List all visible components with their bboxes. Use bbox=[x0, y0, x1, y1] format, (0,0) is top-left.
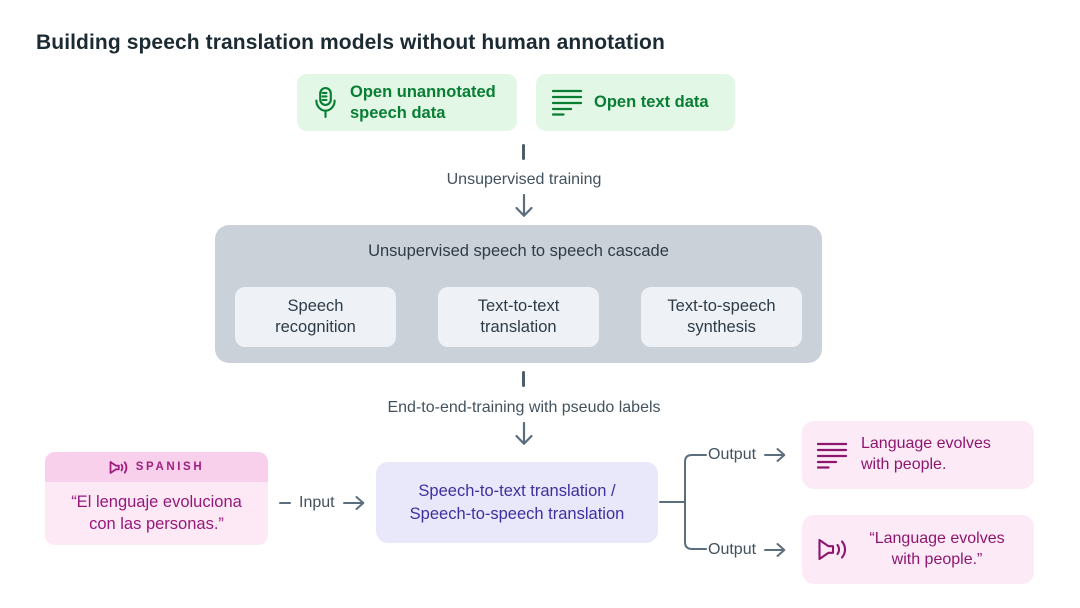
output-label: Output bbox=[708, 446, 757, 463]
stage-label: Text-to-text translation bbox=[477, 297, 560, 336]
input-connector: Input bbox=[279, 492, 365, 514]
cascade-title: Unsupervised speech to speech cascade bbox=[368, 242, 669, 260]
spanish-input-box: SPANISH “El lenguaje evoluciona con las … bbox=[45, 452, 268, 545]
speech-output-box: “Language evolves with people.” bbox=[802, 515, 1034, 584]
stage-label: Speech recognition bbox=[275, 297, 356, 336]
text-lines-icon bbox=[552, 89, 582, 116]
cascade-box: Unsupervised speech to speech cascade Sp… bbox=[215, 225, 822, 363]
text-lines-icon bbox=[817, 442, 847, 469]
input-label: Input bbox=[299, 494, 335, 511]
stage-text-to-speech-synthesis: Text-to-speech synthesis bbox=[641, 287, 802, 347]
stage-text-to-text-translation: Text-to-text translation bbox=[438, 287, 599, 347]
open-text-data-box: Open text data bbox=[536, 74, 735, 131]
page-title: Building speech translation models witho… bbox=[36, 31, 665, 54]
output-connector-1: Output bbox=[708, 444, 786, 466]
speaker-icon bbox=[818, 538, 847, 561]
right-arrow-icon bbox=[764, 448, 786, 462]
dash-line bbox=[279, 501, 291, 505]
model-label: Speech-to-text translation / Speech-to-s… bbox=[409, 481, 625, 523]
speaker-icon bbox=[109, 460, 128, 474]
right-arrow-icon bbox=[764, 543, 786, 557]
unsupervised-training-label: Unsupervised training bbox=[446, 171, 602, 188]
text-output-text: Language evolves with people. bbox=[861, 435, 991, 473]
stage-label: Text-to-speech synthesis bbox=[667, 297, 776, 336]
speech-translation-model-box: Speech-to-text translation / Speech-to-s… bbox=[376, 462, 658, 543]
spanish-input-body: “El lenguaje evoluciona con las personas… bbox=[45, 482, 268, 545]
open-speech-data-box: Open unannotated speech data bbox=[297, 74, 517, 131]
open-text-data-label: Open text data bbox=[594, 93, 709, 112]
down-arrow-icon bbox=[515, 194, 533, 217]
end-to-end-training-label: End-to-end-training with pseudo labels bbox=[387, 399, 661, 416]
spanish-input-header: SPANISH bbox=[45, 452, 268, 482]
cascade-stages: Speech recognition Text-to-text translat… bbox=[235, 287, 802, 347]
down-arrow-icon bbox=[515, 422, 533, 445]
output-fork-connector bbox=[659, 454, 707, 550]
output-connector-2: Output bbox=[708, 539, 786, 561]
open-speech-data-label: Open unannotated speech data bbox=[350, 83, 496, 122]
stage-speech-recognition: Speech recognition bbox=[235, 287, 396, 347]
output-label: Output bbox=[708, 541, 757, 558]
microphone-icon bbox=[315, 87, 336, 118]
text-output-box: Language evolves with people. bbox=[802, 421, 1034, 489]
connector-tick bbox=[522, 371, 525, 387]
connector-tick bbox=[522, 144, 525, 160]
spanish-quote: “El lenguaje evoluciona con las personas… bbox=[71, 493, 242, 533]
speech-output-text: “Language evolves with people.” bbox=[869, 529, 1005, 568]
right-arrow-icon bbox=[342, 496, 364, 510]
language-badge: SPANISH bbox=[135, 461, 205, 473]
